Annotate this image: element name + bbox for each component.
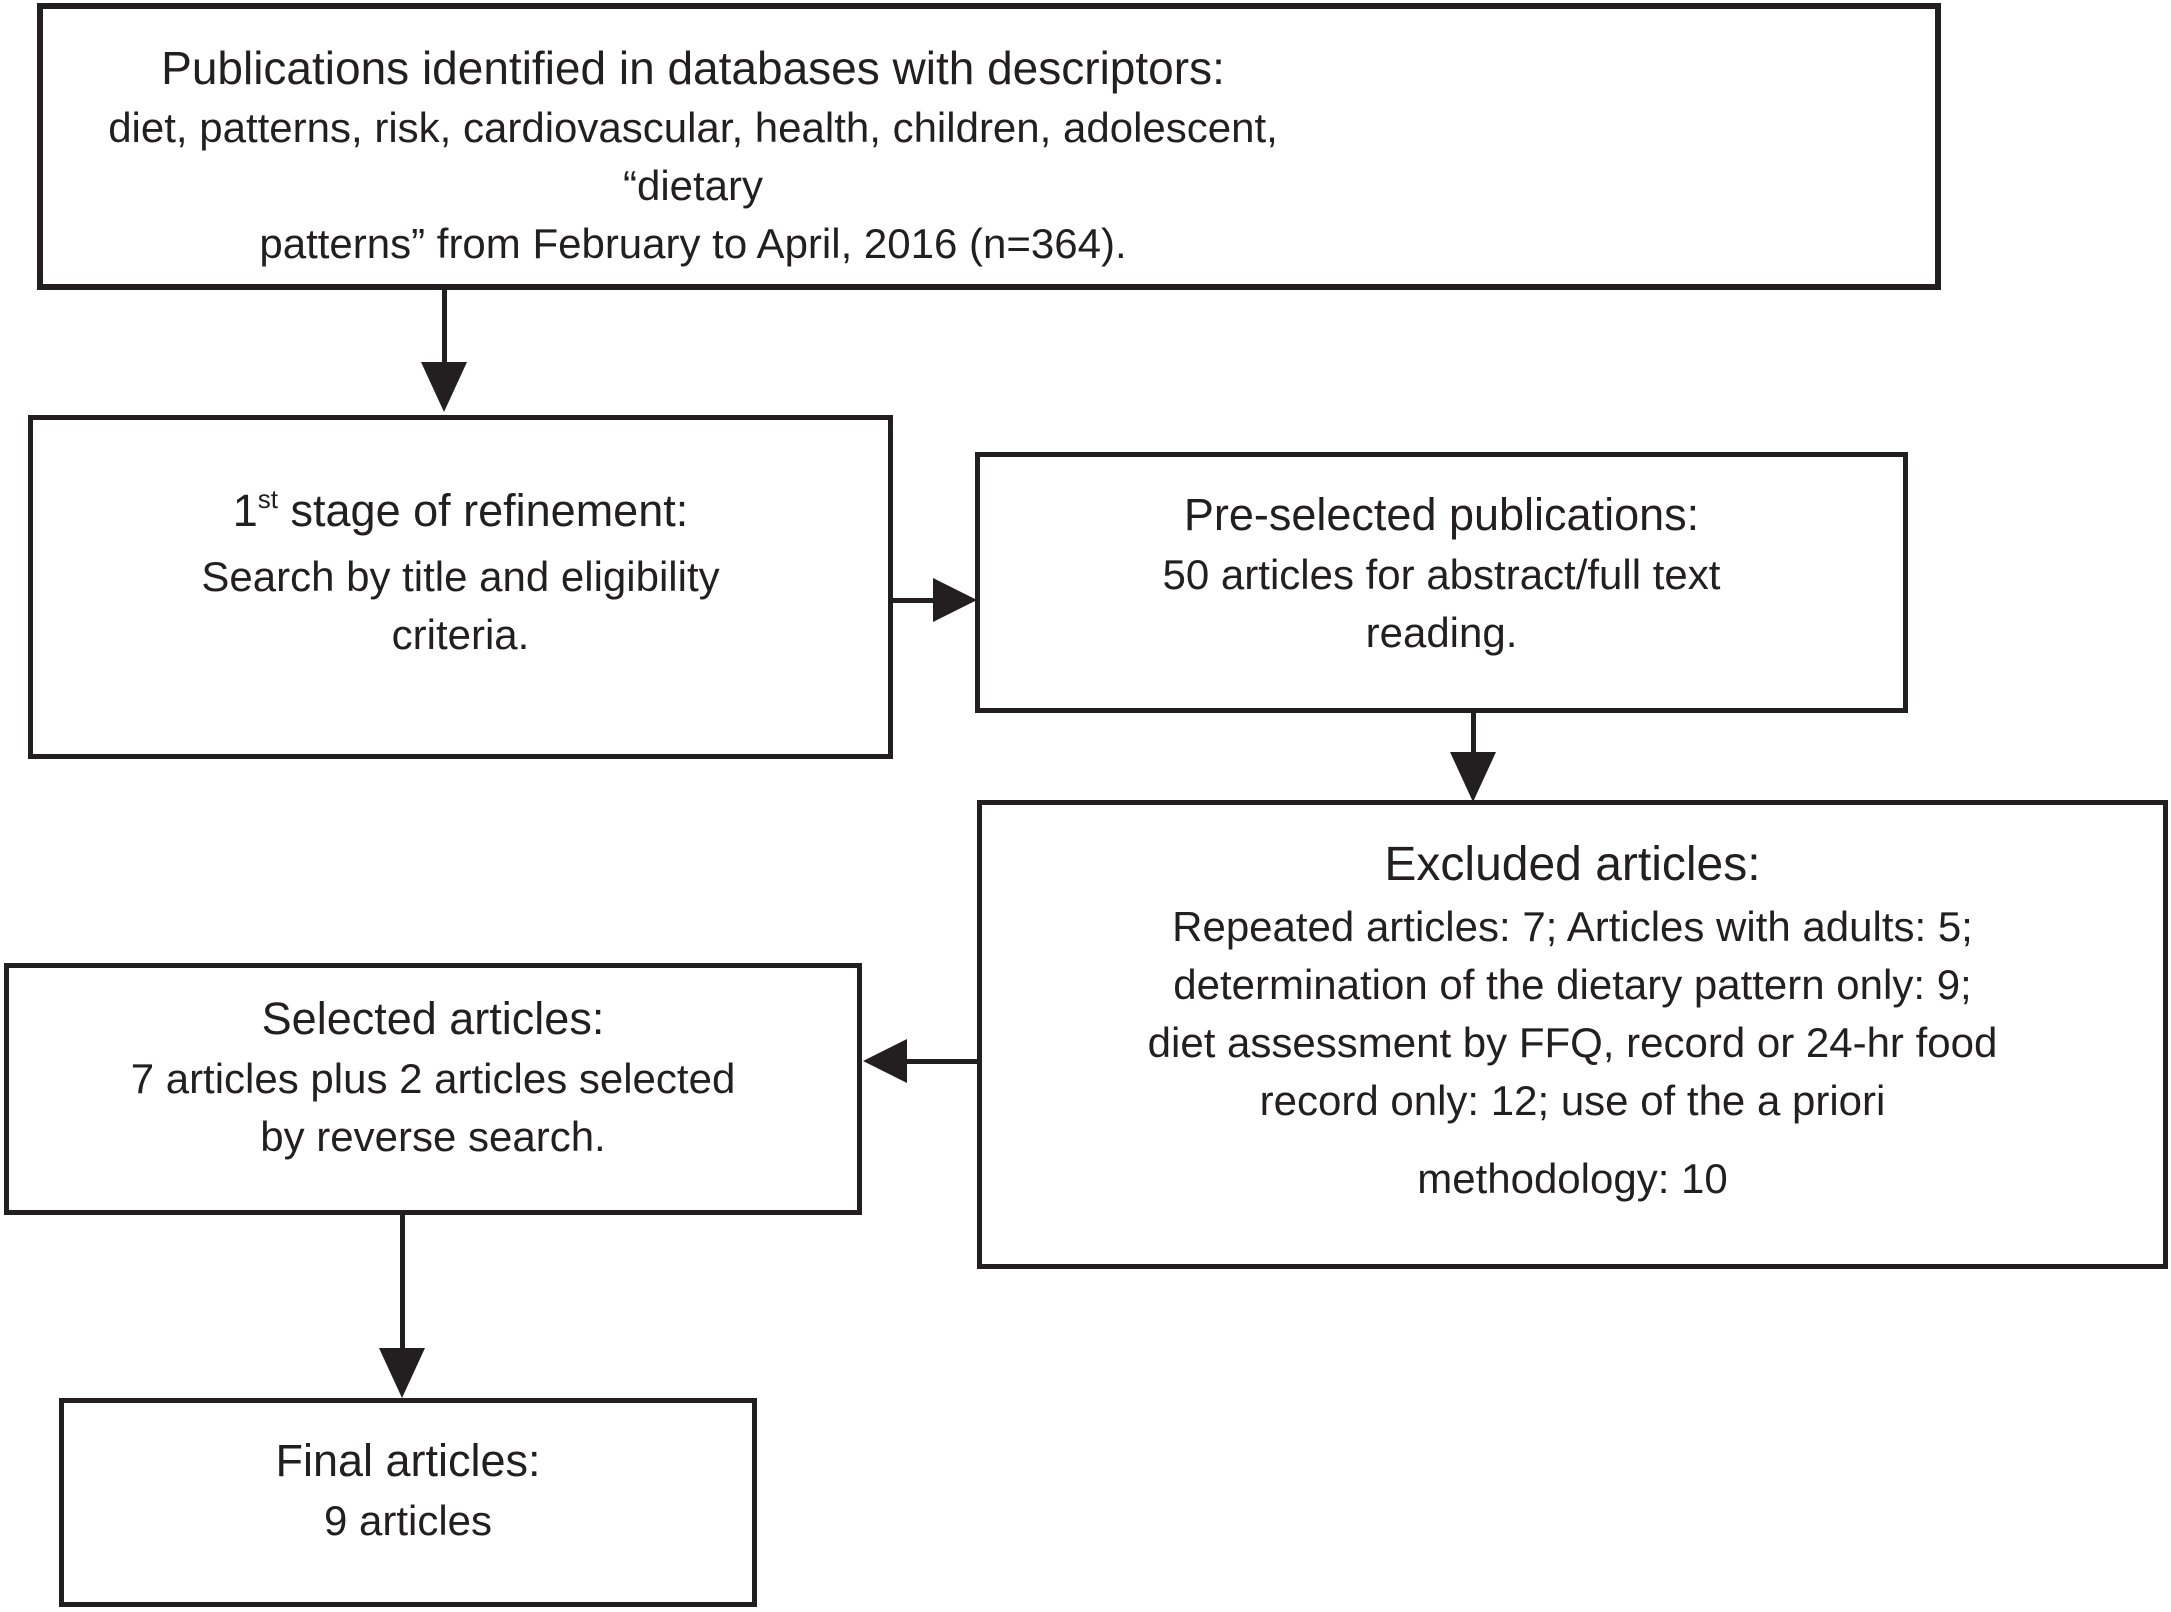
final-heading: Final articles: xyxy=(275,1435,541,1486)
flow-box-excluded: Excluded articles: Repeated articles: 7;… xyxy=(977,800,2168,1269)
selected-line: 7 articles plus 2 articles selected xyxy=(130,1054,736,1102)
excluded-line: determination of the dietary pattern onl… xyxy=(1173,960,1972,1008)
flow-box-final: Final articles: 9 articles xyxy=(59,1398,757,1607)
refinement-line: Search by title and eligibility xyxy=(201,553,720,600)
arrow-refinement-to-preselected-stem xyxy=(891,598,935,603)
arrow-down-icon xyxy=(1450,752,1496,802)
excluded-line: methodology: 10 xyxy=(1417,1154,1728,1202)
flow-box-preselected: Pre-selected publications: 50 articles f… xyxy=(975,452,1908,713)
refinement-heading-rest: stage of refinement: xyxy=(278,485,689,536)
arrow-down-icon xyxy=(379,1348,425,1398)
excluded-line: Repeated articles: 7; Articles with adul… xyxy=(1172,902,1973,950)
flow-box-refinement: 1st stage of refinement: Search by title… xyxy=(28,415,893,759)
excluded-line: diet assessment by FFQ, record or 24-hr … xyxy=(1147,1018,1998,1066)
refinement-line: criteria. xyxy=(391,611,530,658)
refinement-heading: 1st stage of refinement: xyxy=(33,480,888,548)
arrow-left-icon xyxy=(863,1039,907,1083)
arrow-right-icon xyxy=(933,578,977,622)
flow-box-identified: Publications identified in databases wit… xyxy=(37,3,1941,290)
identified-line: diet, patterns, risk, cardiovascular, he… xyxy=(108,104,1278,209)
excluded-heading: Excluded articles: xyxy=(1384,837,1761,891)
arrow-identified-to-refinement-stem xyxy=(442,288,447,364)
identified-line: patterns” from February to April, 2016 (… xyxy=(259,220,1127,267)
excluded-line: record only: 12; use of the a priori xyxy=(1259,1076,1886,1124)
final-line: 9 articles xyxy=(323,1497,493,1544)
arrow-preselected-to-excluded-stem xyxy=(1471,711,1476,754)
arrow-down-icon xyxy=(421,362,467,412)
preselected-line: 50 articles for abstract/full text xyxy=(1162,550,1721,598)
selected-heading: Selected articles: xyxy=(261,992,605,1044)
refinement-heading-superscript: st xyxy=(257,484,279,514)
selected-line: by reverse search. xyxy=(260,1112,606,1160)
arrow-selected-to-final-stem xyxy=(400,1213,405,1350)
arrow-excluded-to-selected-stem xyxy=(905,1059,979,1064)
identified-text: Publications identified in databases wit… xyxy=(103,37,1283,273)
identified-heading: Publications identified in databases wit… xyxy=(161,42,1225,94)
refinement-heading-number: 1 xyxy=(232,485,258,536)
flow-box-selected: Selected articles: 7 articles plus 2 art… xyxy=(4,963,862,1215)
preselected-line: reading. xyxy=(1365,608,1518,656)
preselected-heading: Pre-selected publications: xyxy=(1183,488,1700,540)
